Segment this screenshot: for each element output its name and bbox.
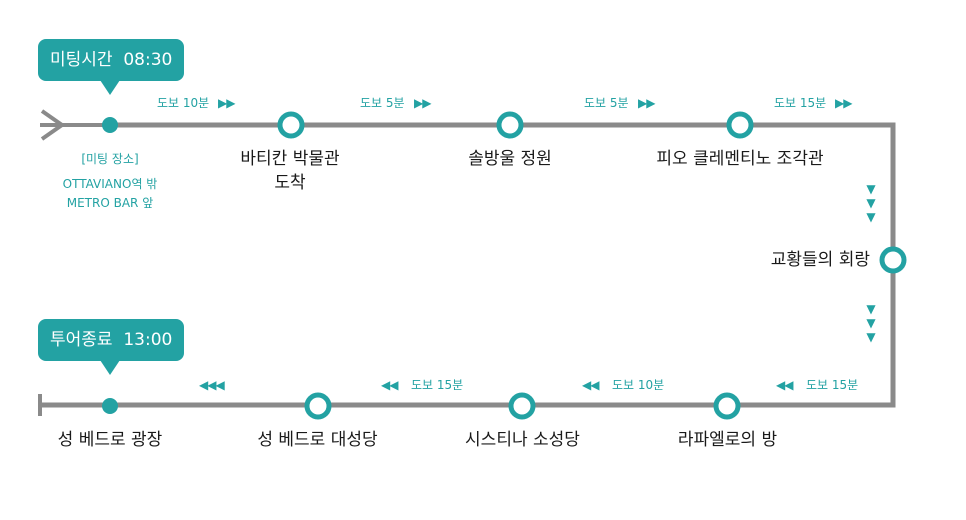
direction-down-icon: ▼ [866,182,876,196]
direction-right-icon: ▶▶ [414,96,431,110]
meeting-time-label: 미팅시간 08:30 [50,50,173,70]
direction-down-icon: ▼ [866,330,876,344]
walk-time-3: 도보 5분 [584,96,629,110]
walk-time-2: 도보 5분 [360,96,405,110]
direction-down-icon: ▼ [866,316,876,330]
stop-label-pine-garden: 솔방울 정원 [468,149,552,169]
stop-label-pio-clementino: 피오 클레멘티노 조각관 [656,149,824,169]
tour-end-callout-tail [100,360,120,375]
walk-time-5: 도보 15분 [806,378,859,392]
meeting-point-dot [102,117,118,133]
stop-marker-pine-garden [496,111,524,139]
stop-marker-vatican [277,111,305,139]
direction-down-group-upper: ▼ ▼ ▼ [864,182,878,224]
walk-time-4: 도보 15분 [774,96,827,110]
direction-right-icon: ▶▶ [835,96,852,110]
direction-down-icon: ▼ [866,210,876,224]
meeting-place-note: [미팅 장소] OTTAVIANO역 밖 METRO BAR 앞 [40,150,180,213]
direction-down-group-lower: ▼ ▼ ▼ [864,302,878,344]
stop-marker-sistine [508,392,536,420]
direction-down-icon: ▼ [866,302,876,316]
walk-time-6: 도보 10분 [612,378,665,392]
stop-label-sistine: 시스티나 소성당 [465,430,580,450]
direction-left-icon: ◀◀ [381,378,398,392]
walk-time-1: 도보 10분 [157,96,210,110]
direction-left-icon: ◀◀ [582,378,599,392]
stop-marker-raphael [713,392,741,420]
tour-end-callout: 투어종료 13:00 [38,319,185,375]
tour-end-time-label: 투어종료 13:00 [50,330,173,350]
direction-left-icon: ◀◀ [776,378,793,392]
stop-marker-tapestries [879,246,907,274]
stop-marker-basilica [304,392,332,420]
stop-label-raphael: 라파엘로의 방 [677,430,778,450]
walk-time-7: 도보 15분 [411,378,464,392]
tour-end-dot [102,398,118,414]
meeting-place-title: [미팅 장소] [81,152,139,166]
stop-marker-pio-clementino [726,111,754,139]
stop-label-vatican-line1: 바티칸 박물관 [240,149,340,169]
meeting-place-line1: OTTAVIANO역 밖 [62,177,158,191]
meeting-time-callout: 미팅시간 08:30 [38,39,185,95]
direction-right-icon: ▶▶ [638,96,655,110]
stop-label-vatican-line2: 도착 [274,173,306,193]
meeting-callout-tail [100,80,120,95]
stop-label-vatican: 바티칸 박물관 도착 [215,147,365,195]
direction-down-icon: ▼ [866,196,876,210]
meeting-place-line2: METRO BAR 앞 [66,196,154,210]
stop-label-square: 성 베드로 광장 [57,430,163,450]
direction-left-triple-icon: ◀◀◀ [199,378,225,392]
direction-right-icon: ▶▶ [218,96,235,110]
stop-label-tapestries: 교황들의 회랑 [770,250,870,270]
stop-label-basilica: 성 베드로 대성당 [257,430,378,450]
